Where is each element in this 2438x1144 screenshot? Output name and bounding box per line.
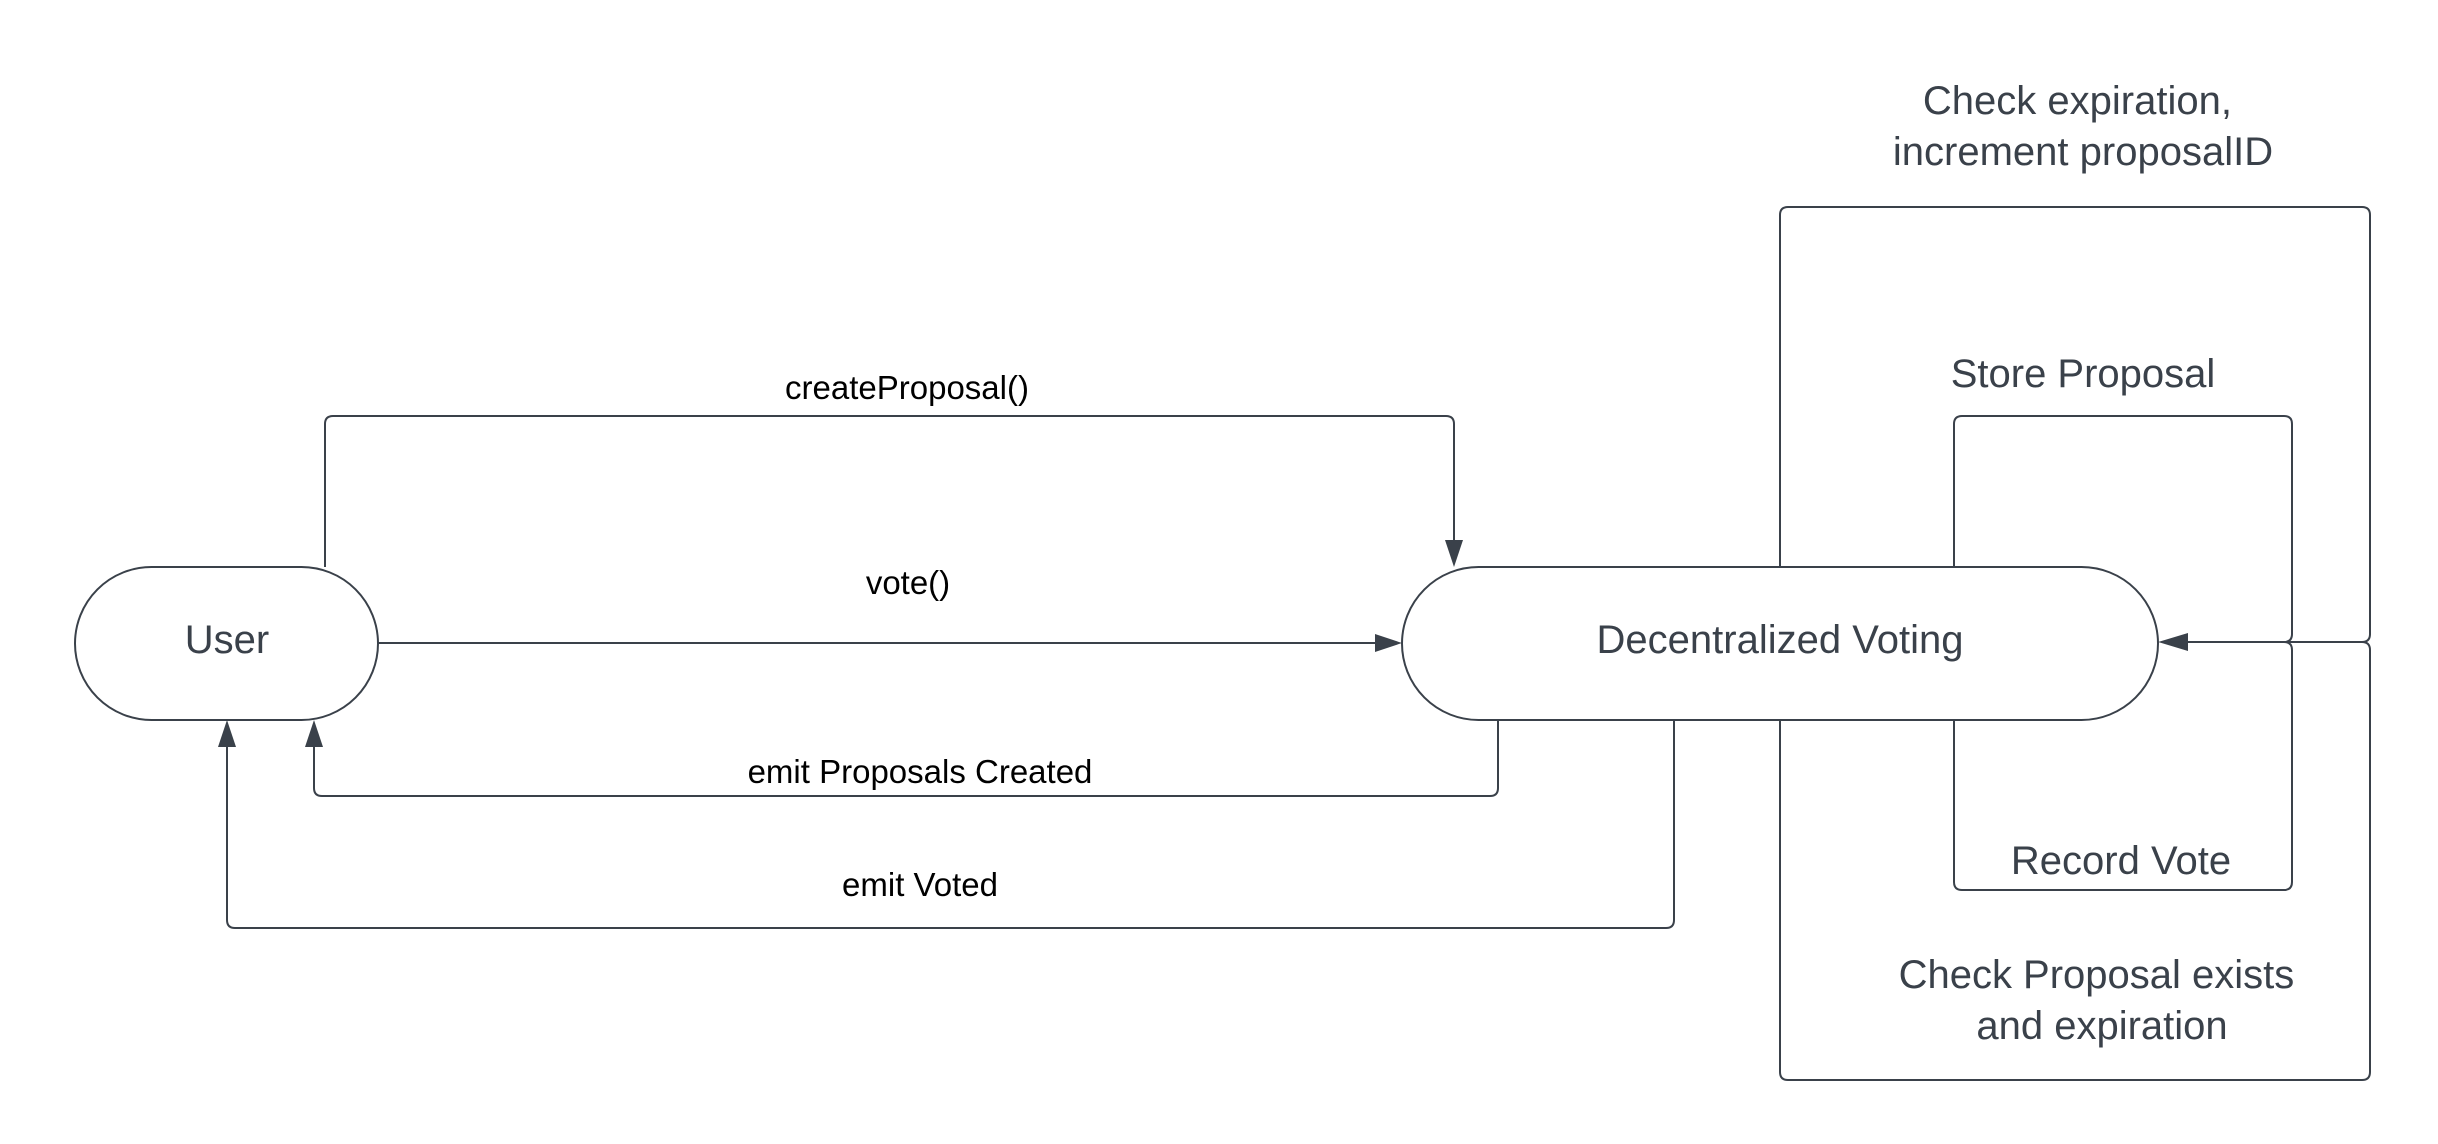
loop-check-proposal-exists-label: Check Proposal exists and expiration — [1899, 953, 2306, 1048]
edge-emit-proposals-created-label: emit Proposals Created — [748, 753, 1093, 790]
edge-vote-label: vote() — [866, 564, 950, 601]
loop-check-proposal-exists-line-2: and expiration — [1976, 1004, 2227, 1048]
loop-check-proposal-exists-edge — [1779, 641, 2371, 1081]
node-decentralized-voting — [1401, 566, 2159, 721]
loop-check-proposal-exists-line-1: Check Proposal exists — [1899, 953, 2295, 997]
loop-check-expiration-label: Check expiration, increment proposalID — [1893, 79, 2273, 174]
node-user — [74, 566, 379, 721]
edge-create-proposal-arrowhead — [1445, 540, 1463, 567]
edge-emit-proposals-created-arrowhead — [305, 720, 323, 747]
loop-store-proposal-edge — [1953, 415, 2293, 643]
loop-check-expiration-line-1: Check expiration, — [1923, 79, 2232, 123]
loop-check-expiration-edge — [1779, 206, 2371, 643]
edge-emit-voted-arrowhead — [218, 720, 236, 747]
edge-emit-voted-label: emit Voted — [842, 866, 998, 903]
edge-vote-arrowhead — [1375, 634, 1402, 652]
loop-record-vote-label: Record Vote — [2011, 839, 2231, 883]
loop-record-vote-edge — [1953, 641, 2293, 891]
loop-arrowhead — [2158, 633, 2188, 651]
edge-create-proposal-label: createProposal() — [785, 369, 1029, 406]
node-decentralized-voting-label: Decentralized Voting — [1597, 618, 1964, 662]
edge-emit-proposals-created — [313, 720, 1499, 797]
loop-store-proposal-label: Store Proposal — [1951, 352, 2216, 396]
edge-emit-voted — [226, 720, 1675, 929]
edge-create-proposal — [324, 415, 1455, 567]
loop-check-expiration-line-2: increment proposalID — [1893, 130, 2273, 174]
node-user-label: User — [185, 618, 269, 662]
